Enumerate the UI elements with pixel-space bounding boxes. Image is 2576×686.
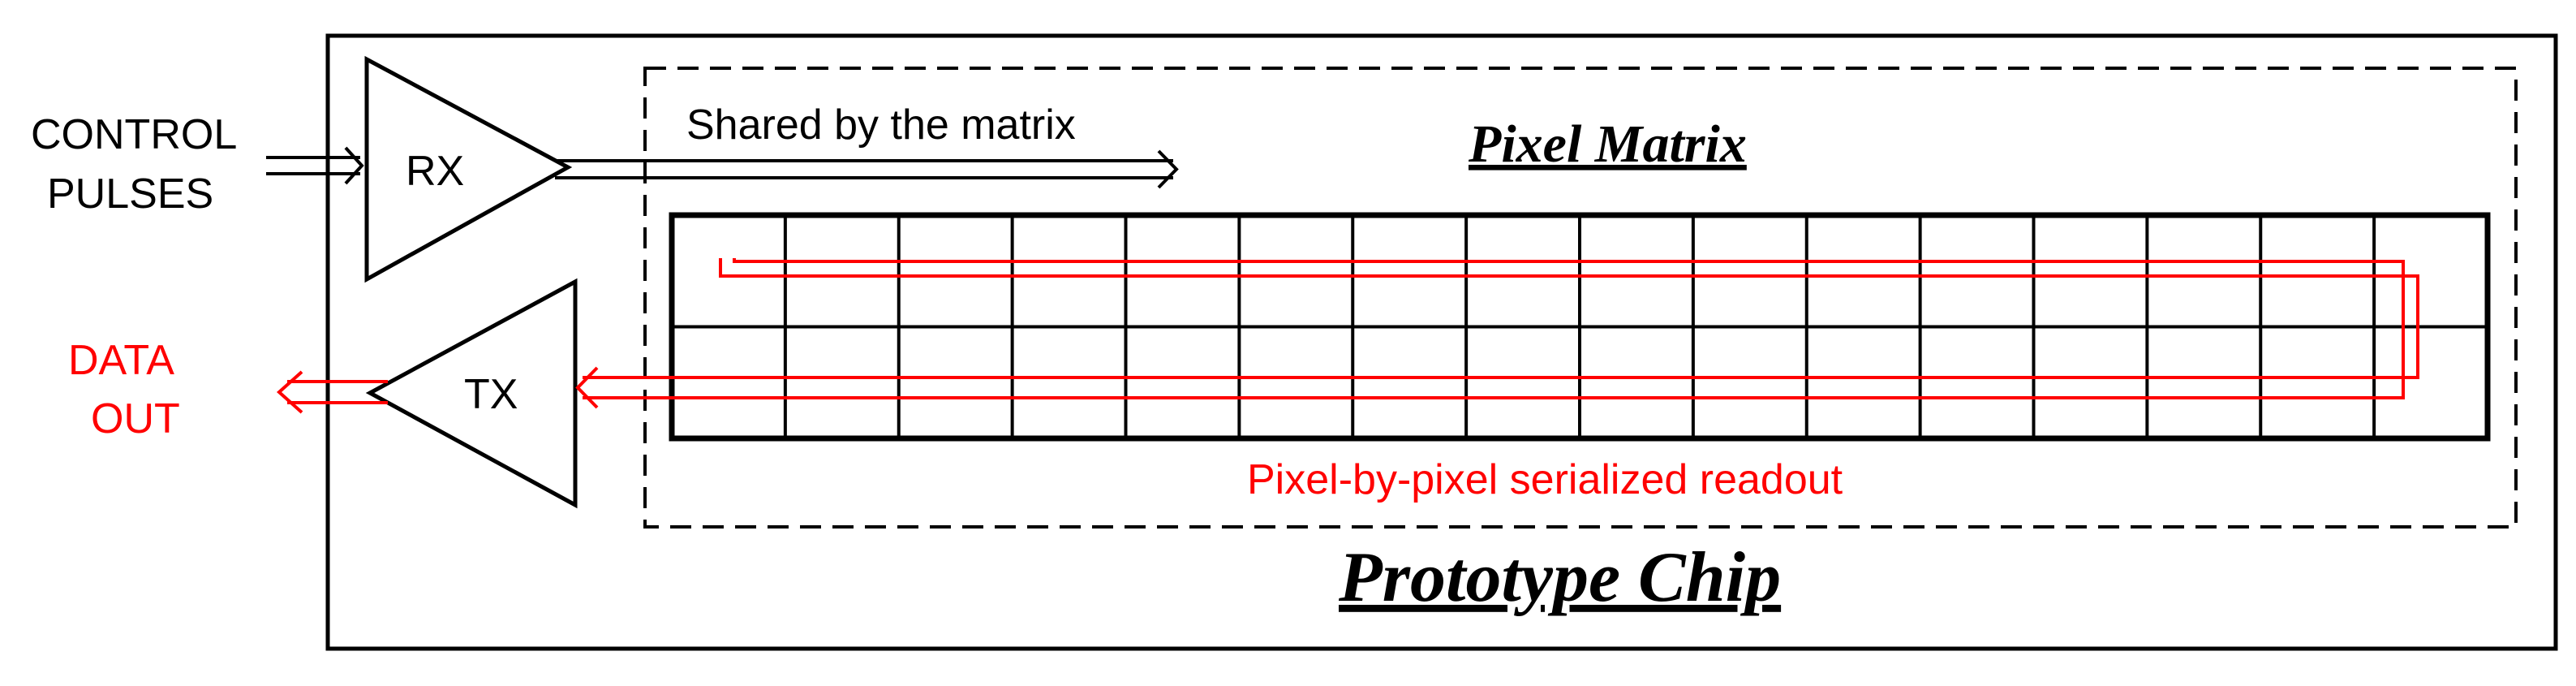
tx-transmitter xyxy=(365,278,578,509)
data-out-arrow xyxy=(276,370,388,414)
pulses-label: PULSES xyxy=(47,170,213,218)
control-pulses-input-arrow xyxy=(266,146,364,185)
chip-boundary xyxy=(325,33,2558,651)
pixel-grid xyxy=(669,212,2491,442)
shared-by-matrix-label: Shared by the matrix xyxy=(686,101,1076,149)
tx-label: TX xyxy=(464,371,518,418)
rx-receiver xyxy=(364,55,573,283)
pixel-matrix-region xyxy=(643,67,2518,529)
chip-title: Prototype Chip xyxy=(1338,538,1781,617)
serialized-readout-path xyxy=(575,258,2419,409)
rx-label: RX xyxy=(406,148,464,195)
out-label: OUT xyxy=(91,395,180,442)
control-label: CONTROL xyxy=(31,111,237,158)
shared-bus-arrow xyxy=(555,149,1179,189)
pixel-matrix-title: Pixel Matrix xyxy=(1468,114,1747,174)
data-label: DATA xyxy=(68,337,174,384)
readout-label: Pixel-by-pixel serialized readout xyxy=(1247,456,1843,503)
